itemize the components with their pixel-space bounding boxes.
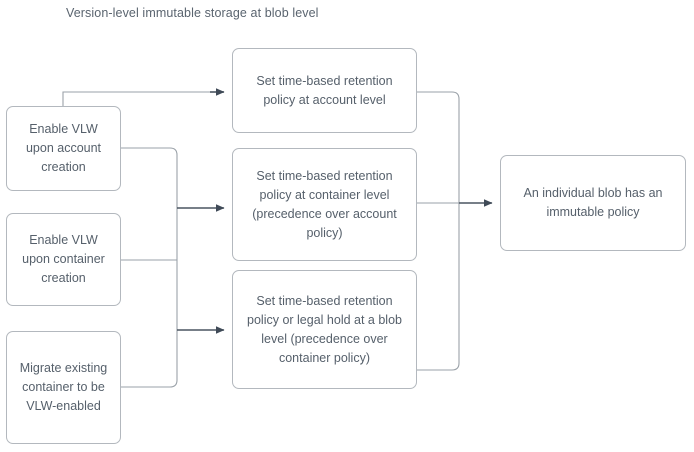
edge-account-to-retention-account xyxy=(62,91,224,106)
node-retention-blob-level[interactable]: Set time-based retention policy or legal… xyxy=(232,270,417,389)
node-label: Enable VLW upon container creation xyxy=(22,233,105,285)
node-label: Set time-based retention policy or legal… xyxy=(247,293,402,365)
node-label: An individual blob has an immutable poli… xyxy=(523,186,663,219)
edge-retention-account-to-bus xyxy=(417,91,460,203)
node-label: Enable VLW upon account creation xyxy=(25,122,102,174)
node-enable-vlw-account[interactable]: Enable VLW upon account creation xyxy=(6,106,121,191)
node-migrate-existing-container[interactable]: Migrate existing container to be VLW-ena… xyxy=(6,331,121,444)
node-immutable-policy-result[interactable]: An individual blob has an immutable poli… xyxy=(500,155,686,251)
edge-migrate-to-bus xyxy=(121,330,178,388)
node-label: Migrate existing container to be VLW-ena… xyxy=(19,361,108,413)
diagram-title: Version-level immutable storage at blob … xyxy=(66,6,319,20)
edge-retention-blob-to-bus xyxy=(417,203,460,371)
node-retention-container-level[interactable]: Set time-based retention policy at conta… xyxy=(232,148,417,261)
node-label: Set time-based retention policy at accou… xyxy=(256,73,393,107)
edge-account-to-bus xyxy=(121,147,178,208)
node-retention-account-level[interactable]: Set time-based retention policy at accou… xyxy=(232,48,417,133)
node-label: Set time-based retention policy at conta… xyxy=(252,168,397,240)
node-enable-vlw-container[interactable]: Enable VLW upon container creation xyxy=(6,213,121,306)
